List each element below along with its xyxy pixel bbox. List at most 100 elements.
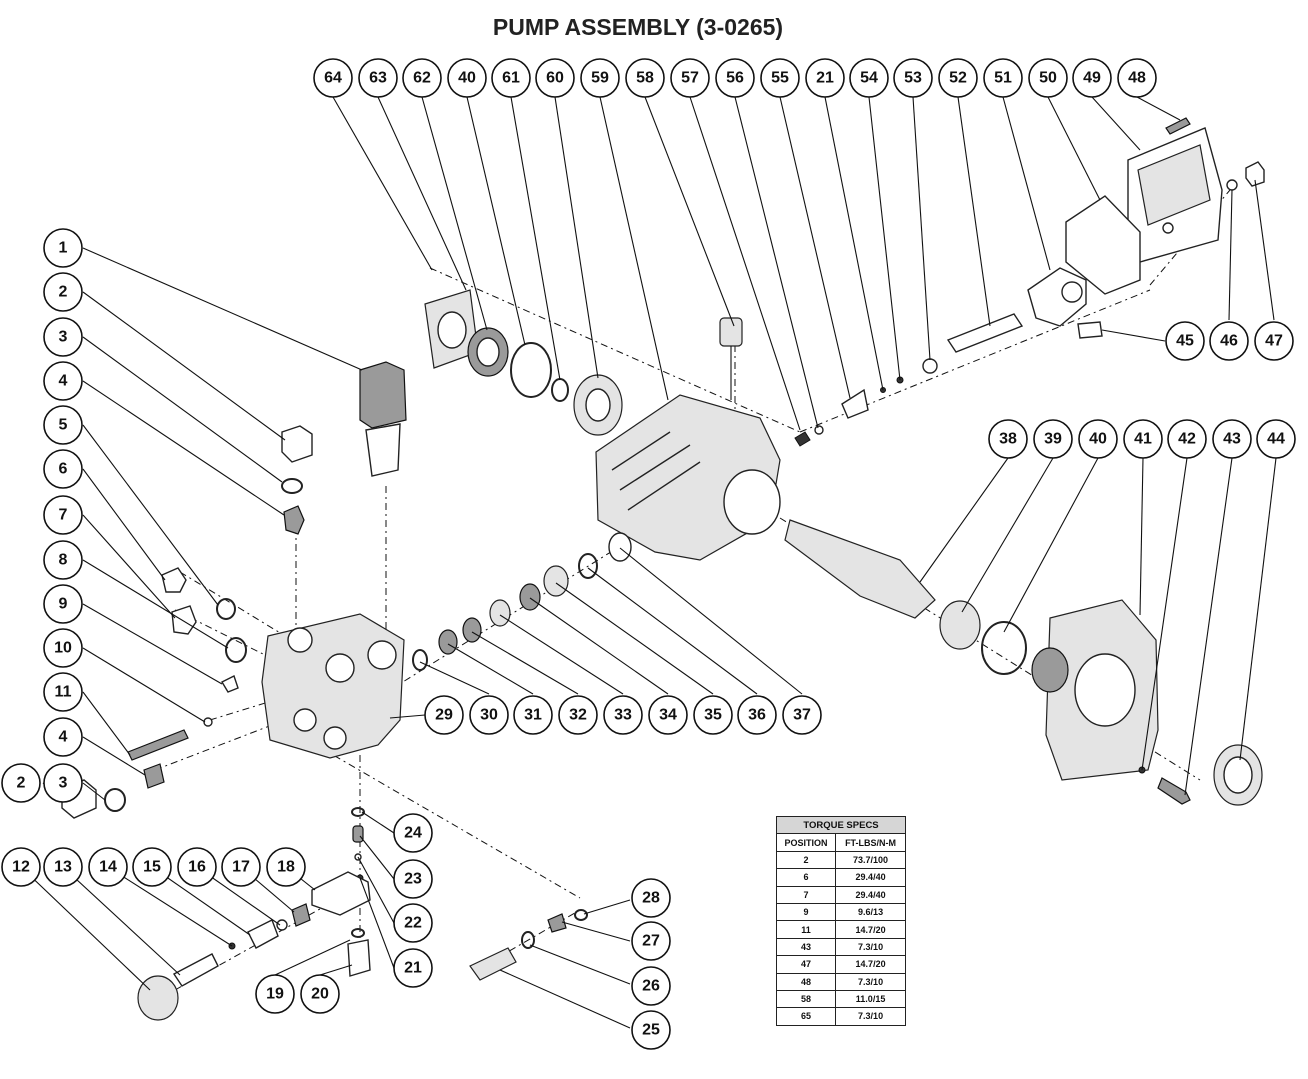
callout-18: 18: [266, 847, 306, 887]
callout-3: 3: [43, 317, 83, 357]
svg-text:20: 20: [311, 986, 329, 1003]
callout-55: 55: [760, 58, 800, 98]
svg-text:2: 2: [59, 284, 68, 301]
connecting-rod: [1027, 267, 1103, 339]
drain-plug: [1226, 161, 1265, 191]
callout-2: 2: [43, 272, 83, 312]
gearbox-flange: [1031, 599, 1159, 781]
svg-text:30: 30: [480, 707, 498, 724]
torque-cell: 7.3/10: [835, 972, 906, 991]
callout-46: 46: [1209, 321, 1249, 361]
svg-text:7: 7: [59, 507, 68, 524]
callout-bubbles: 64 63 62 40 61 60 59 58 57 56 55 21 54 5…: [1, 58, 1296, 1050]
callout-12: 12: [1, 847, 41, 887]
svg-text:63: 63: [369, 70, 387, 87]
callout-38: 38: [988, 419, 1028, 459]
svg-text:2: 2: [17, 775, 26, 792]
callout-39: 39: [1033, 419, 1073, 459]
svg-text:11: 11: [55, 684, 72, 701]
callout-31: 31: [513, 695, 553, 735]
callout-11: 11: [43, 672, 83, 712]
position-cell: 7: [775, 885, 837, 904]
svg-text:56: 56: [726, 70, 744, 87]
svg-text:49: 49: [1083, 70, 1101, 87]
svg-text:12: 12: [12, 859, 30, 876]
svg-text:21: 21: [404, 960, 422, 977]
diagram-title: PUMP ASSEMBLY (3-0265): [492, 14, 784, 40]
callout-32: 32: [558, 695, 598, 735]
crankcase-flange: [424, 289, 479, 369]
svg-text:1: 1: [59, 240, 68, 257]
callout-51: 51: [983, 58, 1023, 98]
svg-text:3: 3: [59, 329, 68, 346]
position-cell: 48: [775, 972, 837, 991]
svg-text:33: 33: [614, 707, 632, 724]
unloader-valve: [359, 361, 407, 477]
crankshaft: [784, 519, 936, 619]
callout-26: 26: [631, 966, 671, 1006]
svg-text:46: 46: [1220, 333, 1238, 350]
manifold: [261, 613, 405, 759]
retaining-ring: [551, 378, 569, 402]
callout-36: 36: [737, 695, 777, 735]
callout-40-right: 40: [1078, 419, 1118, 459]
callout-59: 59: [580, 58, 620, 98]
oil-seal: [467, 327, 509, 377]
callout-63: 63: [358, 58, 398, 98]
callout-13: 13: [43, 847, 83, 887]
svg-text:14: 14: [99, 859, 117, 876]
callout-20: 20: [300, 974, 340, 1014]
position-cell: 58: [775, 989, 837, 1009]
callout-1: 1: [43, 228, 83, 268]
svg-text:13: 13: [54, 859, 72, 876]
callout-41: 41: [1123, 419, 1163, 459]
callout-43: 43: [1212, 419, 1252, 459]
callout-5: 5: [43, 405, 83, 445]
callout-23: 23: [393, 859, 433, 899]
callout-21: 21: [805, 58, 845, 98]
svg-text:52: 52: [949, 70, 967, 87]
svg-text:34: 34: [659, 707, 677, 724]
svg-text:6: 6: [59, 461, 68, 478]
svg-text:35: 35: [704, 707, 722, 724]
svg-text:57: 57: [681, 70, 699, 87]
outlet-parts-lower: [137, 807, 371, 1021]
callout-60: 60: [535, 58, 575, 98]
svg-text:27: 27: [642, 933, 660, 950]
callout-25: 25: [631, 1010, 671, 1050]
svg-text:28: 28: [642, 890, 660, 907]
svg-text:44: 44: [1267, 431, 1285, 448]
position-cell: 6: [775, 868, 837, 887]
svg-text:60: 60: [546, 70, 564, 87]
svg-text:54: 54: [860, 70, 878, 87]
callout-54: 54: [849, 58, 889, 98]
svg-text:3: 3: [59, 775, 68, 792]
position-cell: 65: [775, 1007, 837, 1026]
torque-cell: 73.7/100: [835, 850, 906, 870]
callout-4-lower: 4: [43, 717, 83, 757]
callout-53: 53: [893, 58, 933, 98]
callout-35: 35: [693, 695, 733, 735]
svg-text:40: 40: [1089, 431, 1107, 448]
svg-text:24: 24: [404, 825, 422, 842]
callout-30: 30: [469, 695, 509, 735]
svg-text:41: 41: [1134, 431, 1152, 448]
callout-33: 33: [603, 695, 643, 735]
torque-header-row: POSITION FT-LBS/N-M: [775, 833, 906, 852]
callout-21-lower: 21: [393, 948, 433, 988]
callout-17: 17: [221, 847, 261, 887]
callout-14: 14: [88, 847, 128, 887]
callout-22: 22: [393, 903, 433, 943]
callout-50: 50: [1028, 58, 1068, 98]
o-ring-40-top: [510, 342, 552, 398]
callout-44: 44: [1256, 419, 1296, 459]
cover-bolt: [1165, 117, 1191, 135]
svg-text:4: 4: [59, 729, 68, 746]
svg-text:51: 51: [994, 70, 1012, 87]
svg-text:36: 36: [748, 707, 766, 724]
inlet-plug-top: [281, 425, 313, 535]
